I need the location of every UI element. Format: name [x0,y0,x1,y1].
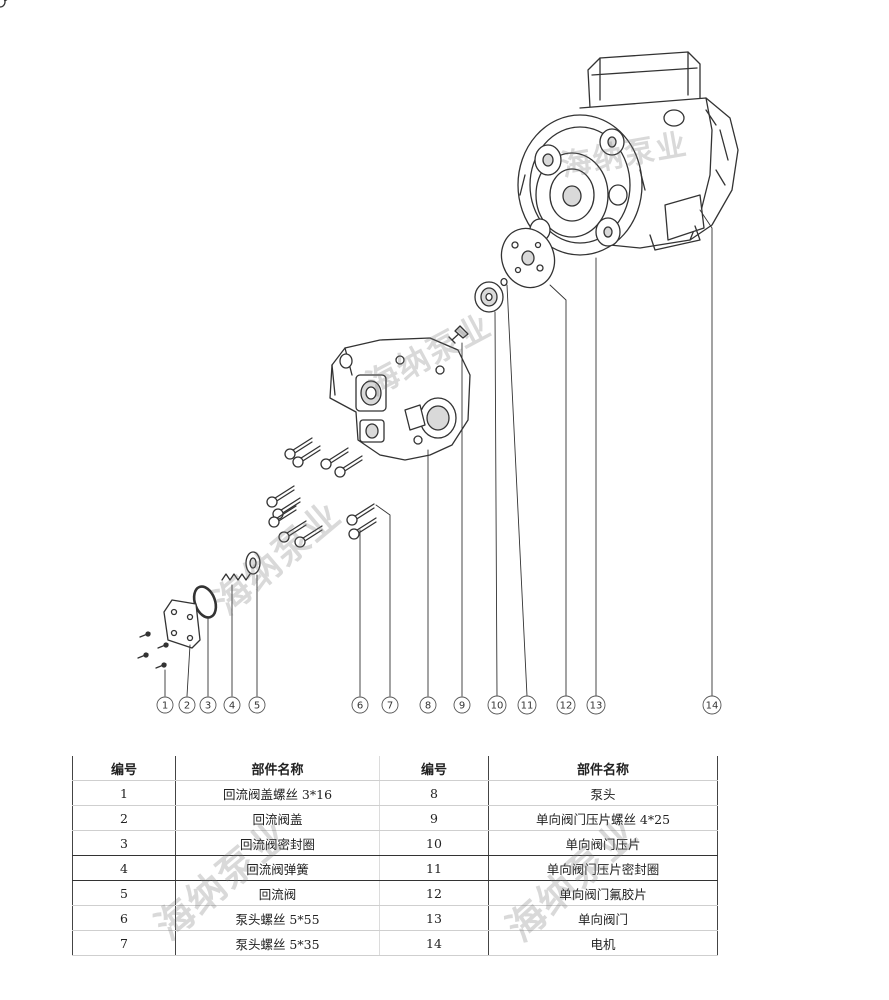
cell-part-name: 回流阀盖螺丝 3*16 [175,780,380,806]
callout-9: 9 [453,696,471,714]
parts-table: 编号 部件名称 编号 部件名称 1 回流阀盖螺丝 3*16 8 泵头 2 回流阀… [72,756,718,956]
cell-part-name: 单向阀门氟胶片 [488,880,718,906]
callout-7: 7 [381,696,399,714]
return-valve-cover-screws [137,631,169,669]
svg-text:3: 3 [205,701,211,712]
callout-labels: 1 2 3 4 5 6 7 8 9 10 11 12 13 14 [156,695,722,715]
cell-part-name: 泵头螺丝 5*55 [175,905,380,931]
cell-number: 13 [379,905,489,931]
callout-1: 1 [156,696,174,714]
cell-number: 6 [72,905,176,931]
cell-number: 14 [379,930,489,956]
svg-text:9: 9 [459,701,465,712]
svg-text:7: 7 [387,701,393,712]
cell-part-name: 泵头 [488,780,718,806]
cell-number: 1 [72,780,176,806]
callout-5: 5 [248,696,266,714]
pressure-plate-screw [448,325,469,344]
cell-number: 4 [72,855,176,881]
header-number-right: 编号 [379,756,489,781]
return-valve [245,551,261,575]
callout-2: 2 [178,696,196,714]
callout-13: 13 [586,695,606,715]
cell-number: 5 [72,880,176,906]
cell-number: 9 [379,805,489,831]
cell-number: 2 [72,805,176,831]
exploded-view-diagram: 1 2 3 4 5 6 7 8 9 10 11 12 13 14 [0,0,739,715]
header-part-name-right: 部件名称 [488,756,718,781]
cell-part-name: 回流阀弹簧 [175,855,380,881]
svg-text:2: 2 [184,701,190,712]
table-row: 3 回流阀密封圈 10 单向阀门压片 [72,830,718,856]
cell-part-name: 单向阀门压片螺丝 4*25 [488,805,718,831]
cell-part-name: 回流阀 [175,880,380,906]
pump-head-screws [0,0,377,548]
cell-part-name: 单向阀门压片 [488,830,718,856]
callout-4: 4 [223,696,241,714]
svg-text:8: 8 [425,701,431,712]
header-number-left: 编号 [72,756,176,781]
cell-part-name: 泵头螺丝 5*35 [175,930,380,956]
svg-text:13: 13 [590,701,603,712]
cell-part-name: 回流阀密封圈 [175,830,380,856]
svg-text:10: 10 [491,701,504,712]
table-row: 7 泵头螺丝 5*35 14 电机 [72,930,718,956]
cell-number: 8 [379,780,489,806]
svg-text:4: 4 [229,701,235,712]
table-row: 6 泵头螺丝 5*55 13 单向阀门 [72,905,718,931]
table-row: 4 回流阀弹簧 11 单向阀门压片密封圈 [72,855,718,881]
check-valve-assembly [517,114,646,256]
cell-part-name: 单向阀门 [488,905,718,931]
table-row: 2 回流阀盖 9 单向阀门压片螺丝 4*25 [72,805,718,831]
cell-part-name: 单向阀门压片密封圈 [488,855,718,881]
cell-part-name: 电机 [488,930,718,956]
callout-12: 12 [556,695,576,715]
svg-text:1: 1 [162,701,168,712]
callout-3: 3 [199,696,217,714]
pressure-plate-seal [500,277,508,287]
cell-number: 12 [379,880,489,906]
header-part-name-left: 部件名称 [175,756,380,781]
callout-6: 6 [351,696,369,714]
table-header-row: 编号 部件名称 编号 部件名称 [72,756,718,781]
svg-text:11: 11 [521,701,534,712]
callout-11: 11 [517,695,537,715]
check-valve-pressure-plate [474,281,504,313]
pump-head [329,337,471,461]
svg-text:6: 6 [357,701,363,712]
leader-lines [164,209,713,697]
svg-text:5: 5 [254,701,260,712]
table-row: 5 回流阀 12 单向阀门氟胶片 [72,880,718,906]
cell-part-name: 回流阀盖 [175,805,380,831]
cell-number: 3 [72,830,176,856]
svg-text:14: 14 [706,701,719,712]
svg-text:12: 12 [560,701,573,712]
return-valve-cover [163,599,201,649]
cell-number: 11 [379,855,489,881]
callout-8: 8 [419,696,437,714]
callout-14: 14 [702,695,722,715]
check-valve-plate [500,227,556,289]
cell-number: 7 [72,930,176,956]
table-row: 1 回流阀盖螺丝 3*16 8 泵头 [72,780,718,806]
cell-number: 10 [379,830,489,856]
return-valve-spring [221,573,251,581]
callout-10: 10 [487,695,507,715]
